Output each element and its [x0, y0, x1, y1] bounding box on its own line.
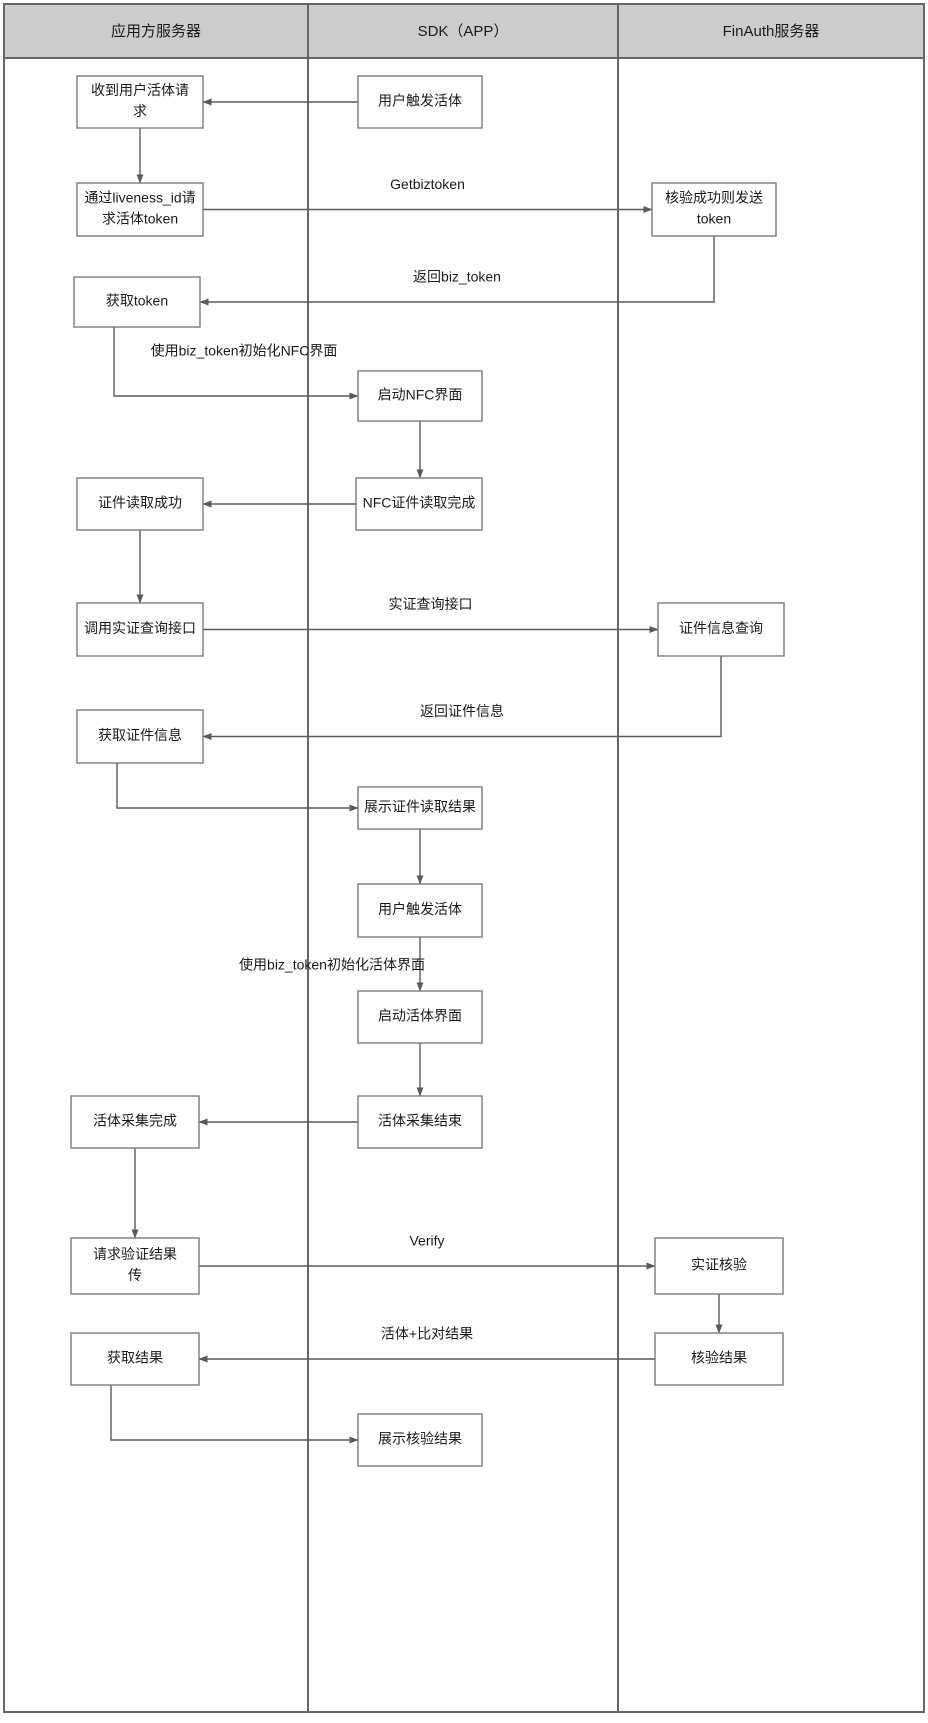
node-label-n16: 活体采集结束 [378, 1113, 462, 1129]
lane-title-app-server: 应用方服务器 [111, 22, 201, 40]
node-box-n5[interactable] [73, 276, 201, 328]
flow-node[interactable]: 展示核验结果 [357, 1413, 483, 1467]
flow-node[interactable]: 启动活体界面 [357, 990, 483, 1044]
node-label-n6: 启动NFC界面 [378, 387, 463, 403]
node-label-n3: 求活体token [102, 211, 178, 227]
flow-node[interactable]: 展示证件读取结果 [357, 786, 483, 830]
flow-node[interactable]: 核验结果 [654, 1332, 784, 1386]
node-label-n17: 传 [128, 1267, 142, 1283]
flow-node[interactable]: 获取token [73, 276, 201, 328]
flow-node[interactable]: 调用实证查询接口 [76, 602, 204, 657]
node-box-n15[interactable] [70, 1095, 200, 1149]
node-box-n1[interactable] [76, 75, 204, 129]
flow-node[interactable]: 获取证件信息 [76, 709, 204, 764]
node-box-n14[interactable] [357, 990, 483, 1044]
node-label-n11: 获取证件信息 [98, 727, 182, 743]
lane-body-finauth-server [617, 57, 925, 1713]
flow-node[interactable]: 活体采集结束 [357, 1095, 483, 1149]
edge-label-e5: 使用biz_token初始化NFC界面 [151, 343, 338, 359]
node-box-n3[interactable] [76, 182, 204, 237]
node-box-n9[interactable] [76, 602, 204, 657]
lane-app-server: 应用方服务器 [3, 3, 309, 1713]
nodes-layer: 收到用户活体请求用户触发活体通过liveness_id请求活体token核验成功… [70, 75, 785, 1467]
node-box-n18[interactable] [654, 1237, 784, 1295]
edge-label-e17: Verify [409, 1233, 444, 1249]
edge-e10 [202, 656, 722, 740]
node-box-n17[interactable] [70, 1237, 200, 1295]
flow-node[interactable]: 活体采集完成 [70, 1095, 200, 1149]
node-label-n20: 核验结果 [691, 1350, 747, 1366]
node-label-n18: 实证核验 [691, 1257, 747, 1273]
node-label-n13: 用户触发活体 [378, 901, 462, 917]
node-box-n20[interactable] [654, 1332, 784, 1386]
edge-label-e19: 活体+比对结果 [381, 1326, 473, 1342]
node-label-n8: NFC证件读取完成 [363, 495, 476, 511]
edge-label-e10: 返回证件信息 [420, 703, 504, 719]
lane-header-app-server [3, 3, 309, 59]
edge-label-e3: Getbiztoken [390, 176, 465, 192]
node-label-n1: 收到用户活体请 [91, 82, 189, 98]
node-label-n14: 启动活体界面 [378, 1008, 462, 1024]
node-box-n8[interactable] [355, 477, 483, 531]
lane-body-app-server [3, 57, 309, 1713]
flow-node[interactable]: 启动NFC界面 [357, 370, 483, 422]
lane-title-sdk-app: SDK（APP） [418, 23, 509, 40]
node-box-n4[interactable] [651, 182, 777, 237]
flow-node[interactable]: 实证核验 [654, 1237, 784, 1295]
flow-node[interactable]: 用户触发活体 [357, 883, 483, 938]
node-label-n5: 获取token [106, 293, 168, 309]
node-label-n17: 请求验证结果 [93, 1246, 177, 1262]
edge-e11 [116, 763, 359, 812]
node-label-n9: 调用实证查询接口 [84, 620, 196, 636]
node-label-n15: 活体采集完成 [93, 1113, 177, 1129]
flow-node[interactable]: NFC证件读取完成 [355, 477, 483, 531]
node-label-n1: 求 [133, 103, 147, 119]
node-label-n2: 用户触发活体 [378, 93, 462, 109]
node-label-n12: 展示证件读取结果 [364, 799, 476, 815]
flow-node[interactable]: 获取结果 [70, 1332, 200, 1386]
node-box-n10[interactable] [657, 602, 785, 657]
edge-label-e9: 实证查询接口 [389, 596, 473, 612]
node-box-n6[interactable] [357, 370, 483, 422]
node-box-n19[interactable] [70, 1332, 200, 1386]
edges-layer: Getbiztoken 返回biz_token 使用biz_token初始化NFC界… [110, 98, 723, 1444]
node-box-n13[interactable] [357, 883, 483, 938]
node-box-n12[interactable] [357, 786, 483, 830]
flow-node[interactable]: 证件读取成功 [76, 477, 204, 531]
node-label-n4: token [697, 211, 731, 227]
node-label-n19: 获取结果 [107, 1350, 163, 1366]
lane-finauth-server: FinAuth服务器 [617, 3, 925, 1713]
edge-label-e13: 使用biz_token初始化活体界面 [239, 957, 425, 973]
flow-node[interactable]: 证件信息查询 [657, 602, 785, 657]
node-label-n7: 证件读取成功 [98, 495, 182, 511]
node-box-n11[interactable] [76, 709, 204, 764]
flow-node[interactable]: 用户触发活体 [357, 75, 483, 129]
edge-label-e4: 返回biz_token [413, 269, 501, 285]
edge-e20 [110, 1385, 359, 1444]
edge-e4 [199, 236, 715, 306]
node-label-n3: 通过liveness_id请 [84, 190, 195, 206]
node-box-n16[interactable] [357, 1095, 483, 1149]
node-box-n21[interactable] [357, 1413, 483, 1467]
node-label-n21: 展示核验结果 [378, 1431, 462, 1447]
lane-title-finauth-server: FinAuth服务器 [723, 23, 820, 40]
node-label-n10: 证件信息查询 [679, 620, 763, 636]
node-box-n2[interactable] [357, 75, 483, 129]
node-label-n4: 核验成功则发送 [665, 190, 763, 206]
edge-e5 [113, 327, 359, 400]
node-box-n7[interactable] [76, 477, 204, 531]
flow-node[interactable]: 核验成功则发送 token [651, 182, 777, 237]
